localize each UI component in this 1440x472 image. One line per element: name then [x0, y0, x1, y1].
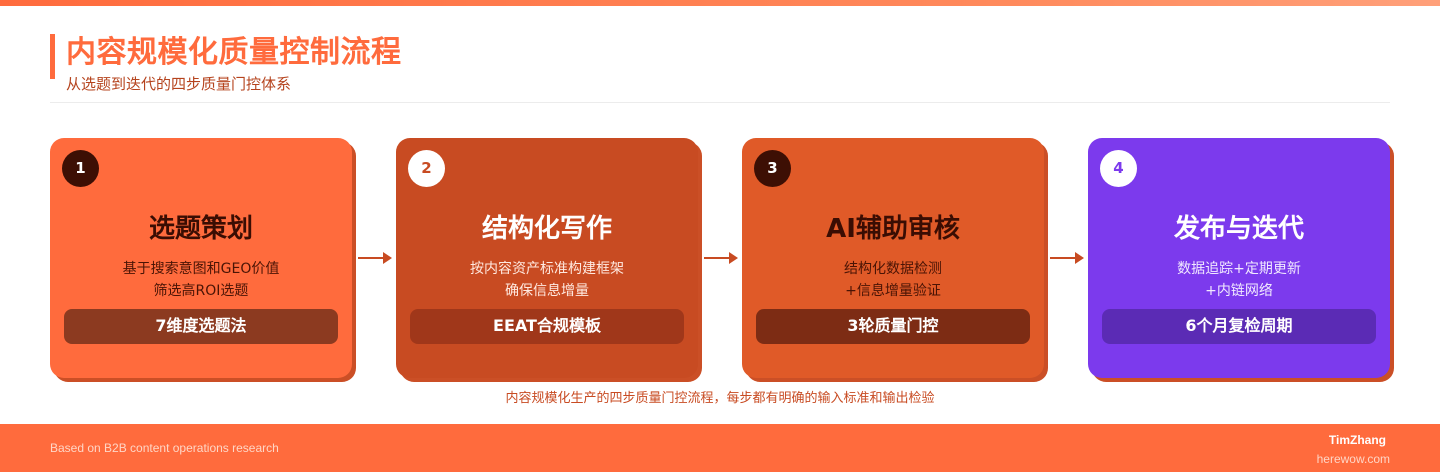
- step-method-badge: EEAT合规模板: [410, 309, 684, 344]
- step-desc-line: 筛选高ROI选题: [153, 283, 249, 299]
- step-title: 选题策划: [148, 214, 253, 244]
- step-card-1: 1 选题策划 基于搜索意图和GEO价值 筛选高ROI选题 7维度选题法: [50, 138, 352, 378]
- step-number-badge: 4: [1100, 150, 1137, 187]
- step-desc-line: +信息增量验证: [845, 283, 941, 299]
- step-desc-line: +内链网络: [1205, 283, 1273, 299]
- step-number-badge: 1: [62, 150, 99, 187]
- step-method-badge: 3轮质量门控: [756, 309, 1030, 344]
- step-desc-line: 确保信息增量: [505, 283, 589, 299]
- footer-source: Based on B2B content operations research: [50, 441, 279, 455]
- page-header: 内容规模化质量控制流程 从选题到迭代的四步质量门控体系: [50, 34, 1390, 102]
- step-description: 结构化数据检测 +信息增量验证: [742, 258, 1044, 302]
- step-desc-line: 按内容资产标准构建框架: [470, 261, 624, 277]
- step-method-badge: 6个月复检周期: [1102, 309, 1376, 344]
- step-description: 基于搜索意图和GEO价值 筛选高ROI选题: [50, 258, 352, 302]
- step-method-badge: 7维度选题法: [64, 309, 338, 344]
- title-accent-bar: [50, 34, 55, 79]
- top-accent-bar: [0, 0, 1440, 6]
- step-title: 发布与迭代: [1173, 214, 1304, 244]
- step-desc-line: 数据追踪+定期更新: [1177, 261, 1301, 277]
- step-number-badge: 3: [754, 150, 791, 187]
- diagram-caption: 内容规模化生产的四步质量门控流程，每步都有明确的输入标准和输出检验: [505, 391, 935, 406]
- step-desc-line: 基于搜索意图和GEO价值: [122, 261, 280, 277]
- step-title: AI辅助审核: [826, 214, 960, 244]
- step-card-3: 3 AI辅助审核 结构化数据检测 +信息增量验证 3轮质量门控: [742, 138, 1044, 378]
- page-title: 内容规模化质量控制流程: [66, 35, 402, 70]
- step-card-4: 4 发布与迭代 数据追踪+定期更新 +内链网络 6个月复检周期: [1088, 138, 1390, 378]
- footer: Based on B2B content operations research…: [0, 424, 1440, 472]
- arrow-right-icon: [1050, 252, 1084, 264]
- footer-site: herewow.com: [1316, 452, 1390, 466]
- step-title: 结构化写作: [481, 214, 612, 244]
- header-divider: [50, 102, 1390, 103]
- step-desc-line: 结构化数据检测: [844, 261, 942, 277]
- arrow-right-icon: [704, 252, 738, 264]
- step-number-badge: 2: [408, 150, 445, 187]
- step-description: 数据追踪+定期更新 +内链网络: [1088, 258, 1390, 302]
- arrow-right-icon: [358, 252, 392, 264]
- footer-author: TimZhang: [1328, 433, 1386, 447]
- step-card-2: 2 结构化写作 按内容资产标准构建框架 确保信息增量 EEAT合规模板: [396, 138, 698, 378]
- page-subtitle: 从选题到迭代的四步质量门控体系: [66, 75, 292, 93]
- step-description: 按内容资产标准构建框架 确保信息增量: [396, 258, 698, 302]
